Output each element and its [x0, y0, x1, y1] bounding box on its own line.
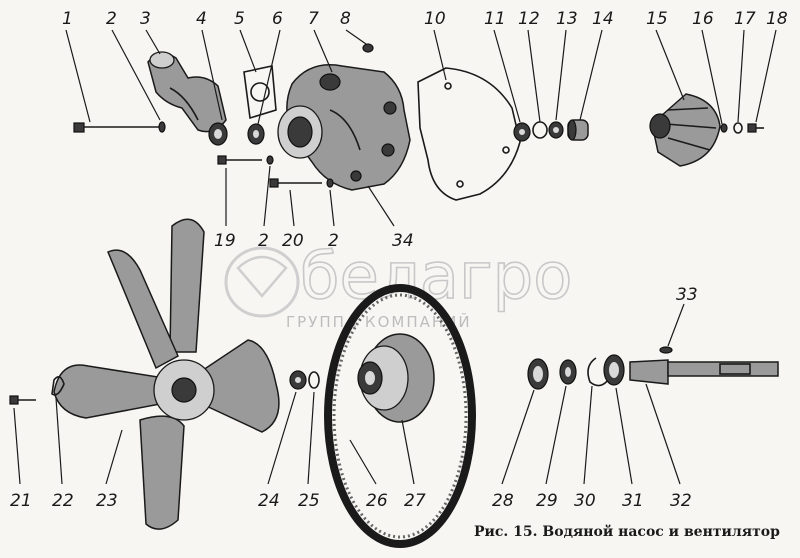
callout-label: 28: [492, 491, 514, 511]
callout-label: 34: [392, 231, 414, 251]
callout-label: 21: [10, 491, 32, 511]
callout-label: 32: [670, 491, 692, 511]
part-bolt-long: [73, 122, 160, 133]
callout-label: 10: [424, 9, 446, 29]
part-bearing-housing: [247, 123, 265, 145]
part-bolt-20: [269, 178, 334, 188]
part-gasket-flange: [243, 65, 277, 120]
part-bearing-28: [527, 358, 549, 390]
part-bolt-21: [9, 395, 36, 405]
part-clip-22: [51, 376, 65, 396]
part-bearing-small: [208, 122, 228, 146]
part-lockwasher-17: [733, 122, 743, 134]
part-shaft: [629, 359, 779, 385]
callout-label: 15: [646, 9, 668, 29]
callout-label: 2: [328, 231, 339, 251]
part-v-belt: [324, 284, 476, 548]
callout-label: 12: [518, 9, 540, 29]
callout-label: 13: [556, 9, 578, 29]
part-seal-12: [532, 121, 548, 139]
callout-label: 2: [106, 9, 117, 29]
callout-label: 18: [766, 9, 788, 29]
part-outlet-elbow: [147, 51, 227, 133]
callout-label: 5: [234, 9, 245, 29]
part-nut-24: [289, 370, 307, 390]
callout-label: 27: [404, 491, 426, 511]
part-key-33: [659, 346, 673, 354]
callout-label: 29: [536, 491, 558, 511]
part-spacer-29: [559, 359, 577, 385]
figure-caption: Рис. 15. Водяной насос и вентилятор: [474, 523, 780, 540]
part-bolt-19: [217, 155, 274, 165]
part-fan: [53, 218, 280, 530]
callout-label: 26: [366, 491, 388, 511]
watermark-subtitle: ГРУППА КОМПАНИЙ: [286, 312, 472, 331]
callout-label: 19: [214, 231, 236, 251]
callout-label: 14: [592, 9, 614, 29]
callout-label: 6: [272, 9, 283, 29]
part-washer-25: [308, 371, 320, 389]
callout-label: 33: [676, 285, 698, 305]
callout-label: 22: [52, 491, 74, 511]
callout-label: 16: [692, 9, 714, 29]
part-bolt-18: [747, 123, 764, 133]
part-bearing-31: [603, 354, 625, 386]
callout-label: 31: [622, 491, 644, 511]
part-washer-16: [720, 123, 728, 133]
callout-label: 4: [196, 9, 207, 29]
callout-label: 2: [258, 231, 269, 251]
part-bushing-14: [567, 119, 589, 141]
part-impeller: [649, 93, 721, 167]
watermark-logo-mark: [224, 246, 300, 318]
part-plug: [362, 43, 374, 53]
part-snap-ring-30: [587, 357, 609, 387]
callout-label: 11: [484, 9, 506, 29]
part-pump-housing: [277, 64, 411, 191]
callout-label: 17: [734, 9, 756, 29]
callout-label: 8: [340, 9, 351, 29]
part-ring-13: [548, 121, 564, 139]
callout-label: 24: [258, 491, 280, 511]
callout-label: 30: [574, 491, 596, 511]
leader-lines: [13, 29, 777, 485]
callout-label: 20: [282, 231, 304, 251]
callout-label: 23: [96, 491, 118, 511]
part-nut-11: [513, 122, 531, 142]
callout-label: 1: [62, 9, 73, 29]
callout-numbers: 1 2 3 4 5 6 7 8 10 11 12 13 14 15 16 17 …: [10, 9, 788, 511]
callout-label: 7: [308, 9, 319, 29]
part-washer-top: [158, 121, 166, 133]
part-pulley: [357, 333, 435, 423]
callout-label: 25: [298, 491, 320, 511]
callout-label: 3: [140, 9, 151, 29]
part-gasket-large: [417, 67, 521, 201]
